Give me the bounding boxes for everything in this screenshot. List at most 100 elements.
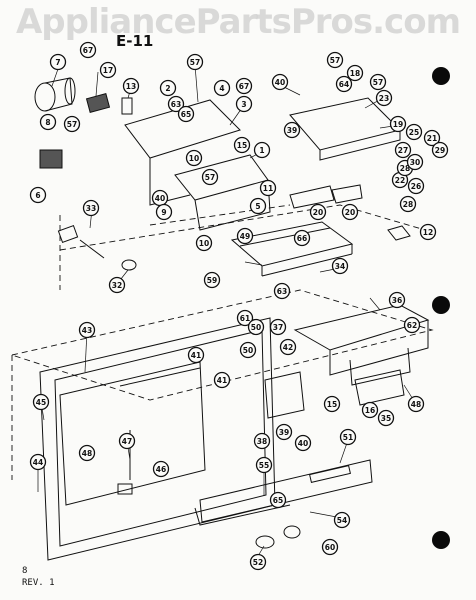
callout-label: 60: [325, 543, 335, 552]
callout-label: 8: [45, 118, 50, 127]
callout-16: 16: [361, 401, 379, 419]
callout-label: 5: [255, 202, 260, 211]
callout-17: 17: [99, 61, 117, 79]
callout-13: 13: [122, 77, 140, 95]
callout-label: 9: [161, 208, 166, 217]
callout-59: 59: [203, 271, 221, 289]
callout-label: 23: [379, 94, 389, 103]
callout-label: 28: [403, 200, 413, 209]
callout-label: 7: [55, 58, 60, 67]
callout-63: 63: [273, 282, 291, 300]
callout-label: 57: [330, 56, 340, 65]
callout-44: 44: [29, 453, 47, 471]
callout-61: 61: [236, 309, 254, 327]
callout-label: 41: [217, 376, 227, 385]
front-cabinet-panel: [39, 317, 276, 561]
callout-52: 52: [249, 553, 267, 571]
callout-label: 55: [259, 461, 269, 470]
callout-label: 20: [313, 208, 323, 217]
chassis-outline: [10, 204, 434, 480]
callout-label: 3: [241, 100, 246, 109]
callout-45: 45: [32, 393, 50, 411]
callout-51: 51: [339, 428, 357, 446]
callout-label: 40: [275, 78, 285, 87]
callout-65: 65: [177, 105, 195, 123]
leader-lines: [37, 64, 417, 557]
callout-label: 66: [297, 234, 307, 243]
callout-47: 47: [118, 432, 136, 450]
callout-label: 67: [239, 82, 249, 91]
callout-label: 19: [393, 120, 403, 129]
callout-label: 52: [253, 558, 263, 567]
callout-37: 37: [269, 318, 287, 336]
callout-label: 48: [411, 400, 421, 409]
callout-label: 1: [259, 146, 264, 155]
callout-label: 65: [181, 110, 191, 119]
callout-57: 57: [63, 115, 81, 133]
callout-63: 63: [167, 95, 185, 113]
callout-48: 48: [78, 444, 96, 462]
callout-label: 54: [337, 516, 347, 525]
side-bracket: [264, 371, 305, 419]
callout-33: 33: [82, 199, 100, 217]
callout-27: 27: [394, 141, 412, 159]
callout-50: 50: [239, 341, 257, 359]
callout-38: 38: [253, 432, 271, 450]
knob: [283, 525, 301, 539]
callout-50: 50: [247, 318, 265, 336]
callout-label: 2: [165, 84, 170, 93]
callout-57: 57: [186, 53, 204, 71]
callout-label: 30: [410, 158, 420, 167]
callout-21: 21: [423, 129, 441, 147]
callout-label: 67: [83, 46, 93, 55]
relay: [85, 93, 111, 113]
callout-40: 40: [294, 434, 312, 452]
callout-label: 40: [298, 439, 308, 448]
callout-label: 10: [189, 154, 199, 163]
callout-label: 39: [287, 126, 297, 135]
callout-label: 57: [373, 78, 383, 87]
callout-label: 63: [277, 287, 287, 296]
callout-18: 18: [346, 64, 364, 82]
small-bracket: [331, 184, 363, 204]
callout-label: 36: [392, 296, 402, 305]
callout-label: 15: [327, 400, 337, 409]
callout-label: 18: [350, 69, 360, 78]
callout-label: 47: [122, 437, 132, 446]
callout-label: 38: [257, 437, 267, 446]
callout-35: 35: [377, 409, 395, 427]
callout-62: 62: [403, 316, 421, 334]
page-number: 8: [22, 566, 28, 576]
callout-label: 57: [190, 58, 200, 67]
fan-motor: [34, 77, 76, 112]
door-trim: [194, 459, 373, 526]
callout-label: 44: [33, 458, 43, 467]
callout-label: 29: [435, 146, 445, 155]
callout-39: 39: [275, 423, 293, 441]
callout-label: 15: [237, 141, 247, 150]
callout-19: 19: [389, 115, 407, 133]
callout-label: 62: [407, 321, 417, 330]
callout-label: 64: [339, 80, 349, 89]
callout-48: 48: [407, 395, 425, 413]
callout-label: 26: [411, 182, 421, 191]
knob: [121, 259, 137, 271]
callout-11: 11: [259, 179, 277, 197]
callout-label: 16: [365, 406, 375, 415]
callout-label: 6: [35, 191, 40, 200]
callout-20: 20: [309, 203, 327, 221]
small-bracket: [289, 185, 335, 209]
callout-40: 40: [151, 189, 169, 207]
callout-40: 40: [271, 73, 289, 91]
callout-36: 36: [388, 291, 406, 309]
callout-label: 33: [86, 204, 96, 213]
registration-dot: [432, 67, 450, 85]
callout-label: 48: [82, 449, 92, 458]
section-label: E-11: [116, 32, 154, 50]
clip: [387, 225, 411, 241]
callout-41: 41: [213, 371, 231, 389]
callout-41: 41: [187, 346, 205, 364]
callout-label: 61: [240, 314, 250, 323]
